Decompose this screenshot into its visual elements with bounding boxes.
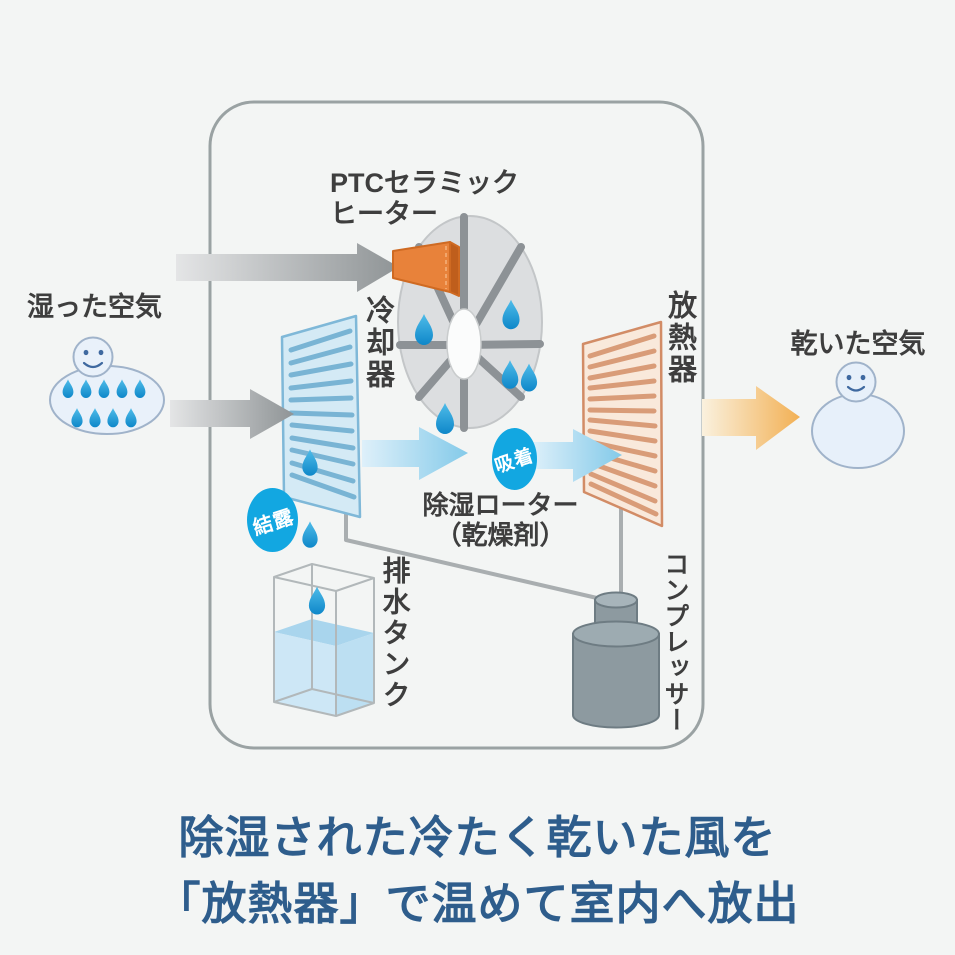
label-ptc-heater: PTCセラミック ヒーター xyxy=(330,168,519,231)
label-radiator: 放熱器 xyxy=(663,290,696,386)
wet-air-character xyxy=(49,336,165,435)
label-compressor: コンプレッサー xyxy=(661,551,689,733)
label-tank: 排水タンク xyxy=(379,556,411,711)
badge-adsorption: 吸着 xyxy=(492,428,537,490)
badge-condensation-text: 結露 xyxy=(249,505,297,540)
cooler-panel-icon xyxy=(280,314,362,615)
warm-dry-air-arrow xyxy=(702,386,800,450)
label-ptc-heater-line2: ヒーター xyxy=(330,199,438,230)
label-cooler: 冷却器 xyxy=(361,295,394,391)
label-rotor: 除湿ローター （乾燥剤） xyxy=(398,490,603,550)
label-rotor-line1: 除湿ローター xyxy=(422,490,579,520)
dry-air-character xyxy=(811,361,905,469)
compressor-icon xyxy=(572,591,660,729)
ptc-heater-icon xyxy=(392,241,460,297)
badge-adsorption-text: 吸着 xyxy=(492,444,538,478)
pipe-cooler-to-compressor xyxy=(344,505,611,603)
cold-dry-air-arrow-1 xyxy=(362,427,468,480)
caption-line-1: 除湿された冷たく乾いた風を xyxy=(178,812,777,863)
drain-tank-icon xyxy=(273,563,375,717)
label-ptc-heater-line1: PTCセラミック xyxy=(330,168,519,198)
caption-line-2: 「放熱器」で温めて室内へ放出 xyxy=(155,878,800,929)
cold-dry-air-arrow-2 xyxy=(531,429,622,482)
label-wet-air: 湿った空気 xyxy=(27,292,162,322)
wet-air-arrow-lower xyxy=(170,389,294,439)
badge-condensation: 結露 xyxy=(247,488,298,552)
wet-air-arrow-upper xyxy=(176,243,399,292)
label-dry-air: 乾いた空気 xyxy=(790,329,926,359)
label-rotor-line2: （乾燥剤） xyxy=(435,520,566,551)
radiator-panel-icon xyxy=(581,320,664,528)
